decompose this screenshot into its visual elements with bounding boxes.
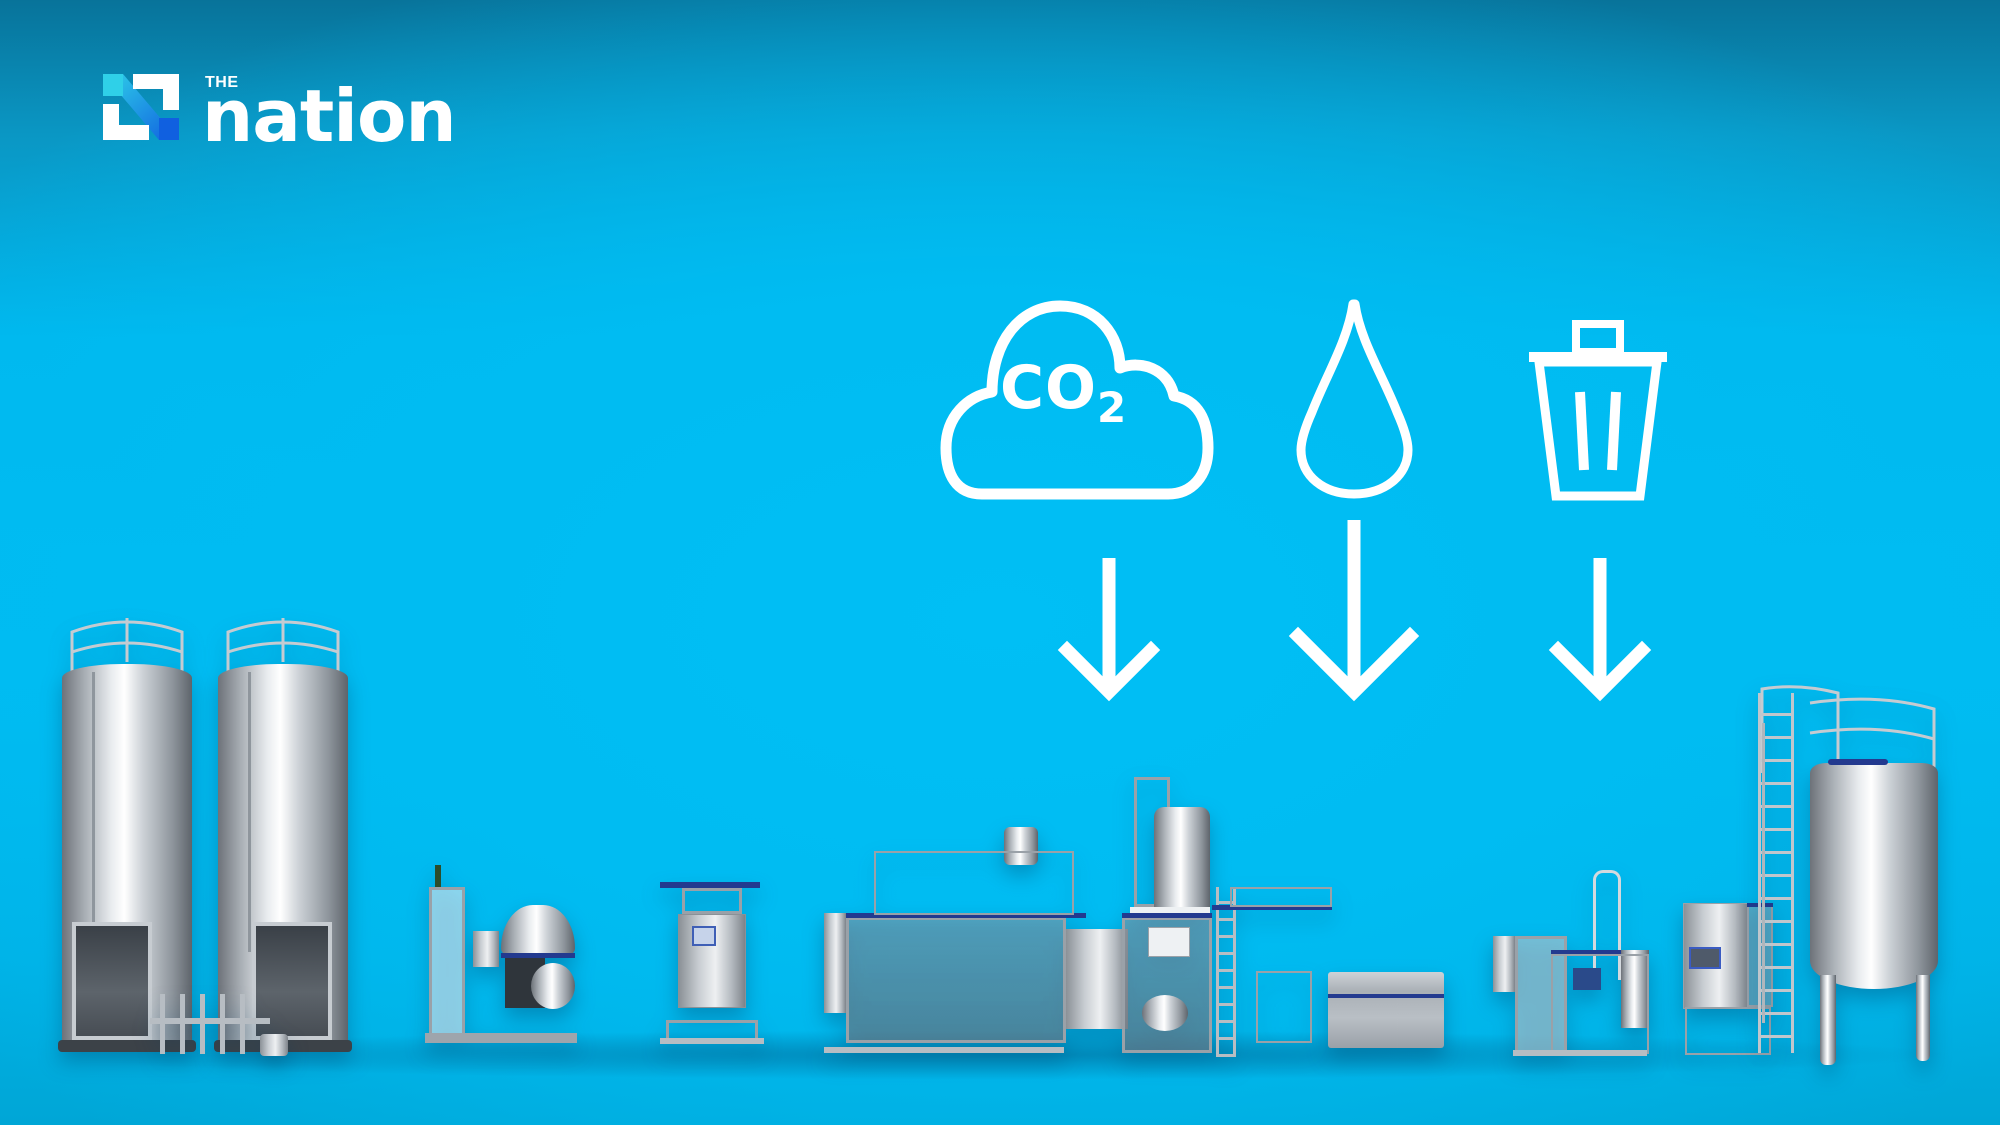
process-tank-with-ladder xyxy=(1758,683,1938,1069)
separator-unit xyxy=(425,865,577,1049)
brand-logo: THE nation xyxy=(103,74,457,152)
trash-can-icon xyxy=(1527,320,1669,501)
valve-manifold xyxy=(150,990,290,1060)
co2-label: CO2 xyxy=(1000,353,1128,432)
control-cabinet-unit xyxy=(660,870,764,1050)
processing-line xyxy=(824,777,1334,1059)
cooling-box-unit xyxy=(1328,972,1444,1052)
logo-the-text: THE xyxy=(205,74,239,91)
railing-icon xyxy=(1760,685,1936,773)
railing-icon xyxy=(70,618,184,672)
down-arrow-icon xyxy=(1288,520,1420,702)
storage-silo-right xyxy=(214,612,352,1052)
down-arrow-icon xyxy=(1057,558,1161,702)
storage-silo-left xyxy=(58,612,196,1052)
co2-cloud-icon: CO2 xyxy=(940,298,1214,500)
water-drop-icon xyxy=(1296,299,1414,500)
logo-wordmark: nation xyxy=(202,74,457,158)
down-arrow-icon xyxy=(1548,558,1652,702)
railing-icon xyxy=(226,618,340,672)
n-monogram-icon xyxy=(103,74,179,140)
small-process-skid xyxy=(1493,870,1649,1058)
